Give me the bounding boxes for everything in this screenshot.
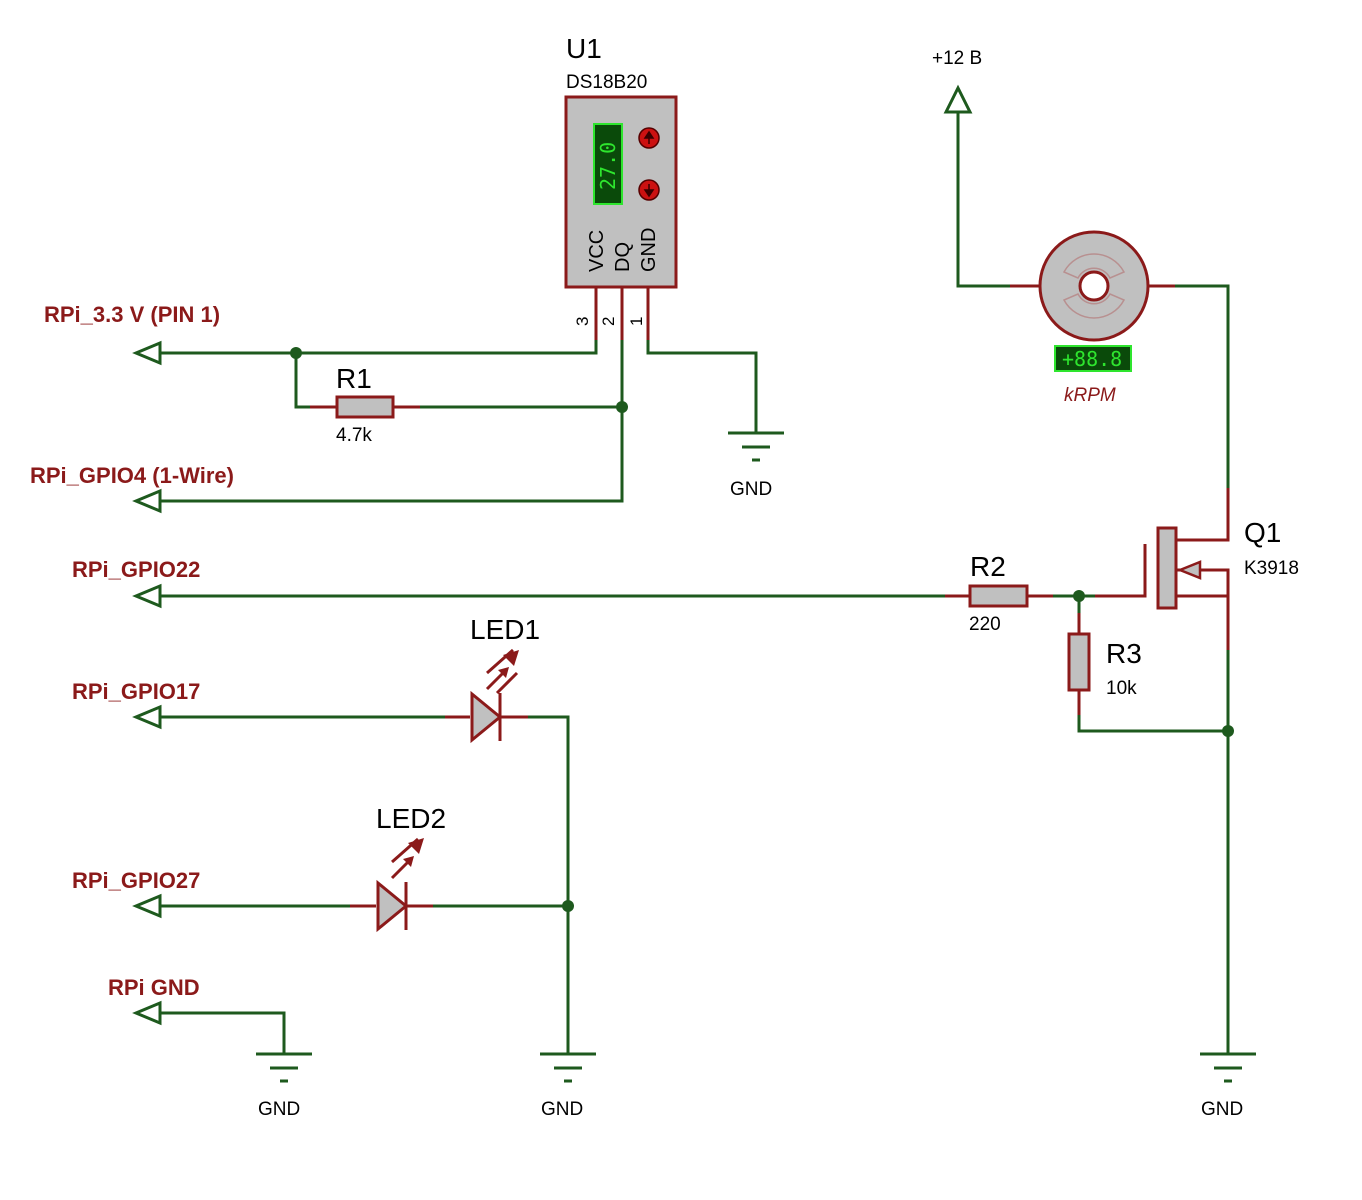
led1-triangle [470,690,503,744]
gnd-q1-label: GND [1201,1099,1243,1120]
junctions [290,347,1234,912]
net-label-gpio17: RPi_GPIO17 [72,679,200,704]
motor[interactable]: +88.8 kRPM [1010,230,1175,406]
u1-reading: 27.0 [596,142,620,190]
motor-unit: kRPM [1064,385,1116,406]
motor-arc-bottom [1062,293,1126,319]
r1-ref: R1 [336,363,372,394]
u1-ds18b20[interactable]: U1 DS18B20 27.0 VCC DQ GND 3 2 1 [564,33,678,340]
port-gpio27[interactable] [132,893,162,919]
r2-value: 220 [969,614,1001,635]
motor-readout: +88.8 [1062,347,1122,371]
u1-part: DS18B20 [566,72,647,93]
port-gpio4[interactable] [132,488,162,514]
wire-led1-k [526,715,570,1056]
gnd-rpi-label: GND [258,1099,300,1120]
wire-rpi-gnd [158,1011,286,1056]
net-label-gpio4: RPi_GPIO4 (1-Wire) [30,463,234,488]
junction-led-k [562,900,574,912]
port-gpio17[interactable] [132,704,162,730]
led-led2[interactable]: LED2 [350,803,446,933]
resistor-r3[interactable]: R3 10k [1067,613,1142,715]
u1-pinnum-2: 2 [599,317,618,326]
r1-value: 4.7k [336,425,372,446]
gnd-u1-label: GND [730,479,772,500]
q1-arrow-icon [1176,560,1202,580]
r3-body [1067,632,1091,692]
r2-ref: R2 [970,551,1006,582]
motor-lcd [1054,345,1132,372]
led2-ray-head-2 [408,838,424,854]
u1-pinnum-1: 1 [627,317,646,326]
junction-dq [616,401,628,413]
wire-dq [158,338,624,503]
u1-pin-vcc: VCC [586,230,608,272]
r1-body [335,395,395,419]
led2-ray-head-1 [403,856,414,867]
led1-ref: LED1 [470,614,540,645]
port-12v[interactable] [943,84,973,114]
port-gpio22[interactable] [132,583,162,609]
resistor-r2[interactable]: R2 220 [945,551,1053,635]
r3-ref: R3 [1106,638,1142,669]
r3-value: 10k [1106,678,1137,699]
gnd-led-label: GND [541,1099,583,1120]
u1-lcd [593,123,623,205]
q1-part: K3918 [1244,558,1299,579]
gnd-q1: GND [1200,1052,1256,1120]
mosfet-q1[interactable]: Q1 K3918 [1095,488,1299,650]
r2-body [968,584,1029,608]
arrow-up-icon [643,130,655,144]
motor-arc-top [1062,253,1126,279]
gnd-rpi: GND [256,1052,312,1120]
u1-ref: U1 [566,33,602,64]
wire-3v3 [158,338,598,355]
junction-source [1222,725,1234,737]
port-rpi-gnd[interactable] [132,1000,162,1026]
led1-ray-2 [495,671,519,695]
port-3v3[interactable] [132,340,162,366]
wire-u1-gnd [646,338,758,435]
gnd-u1: GND [728,431,784,500]
led-led1[interactable]: LED1 [445,614,540,744]
wire-drain-motor [1173,284,1230,490]
u1-pin-gnd: GND [638,228,660,272]
ports [132,84,973,1026]
wires [158,110,1230,1056]
u1-pin-dq: DQ [612,242,634,272]
u1-pinnum-3: 3 [573,317,592,326]
wire-12v-motor [956,110,1012,288]
led1-ray-head-1 [498,667,509,678]
net-label-3v3: RPi_3.3 V (PIN 1) [44,302,220,327]
junction-3v3 [290,347,302,359]
led2-triangle [376,879,409,933]
net-label-gpio22: RPi_GPIO22 [72,557,200,582]
junction-gate [1073,590,1085,602]
q1-ref: Q1 [1244,517,1281,548]
wire-r1-left [294,351,312,409]
net-label-rpi-gnd: RPi GND [108,975,200,1000]
gnd-led: GND [540,1052,596,1120]
supply-label: +12 B [932,48,982,69]
led2-ref: LED2 [376,803,446,834]
motor-shaft [1078,270,1110,302]
q1-channel [1156,526,1178,610]
wire-r3-bottom [1077,713,1230,733]
resistor-r1[interactable]: R1 4.7k [310,363,420,446]
net-label-gpio27: RPi_GPIO27 [72,868,200,893]
arrow-down-icon [643,184,655,198]
